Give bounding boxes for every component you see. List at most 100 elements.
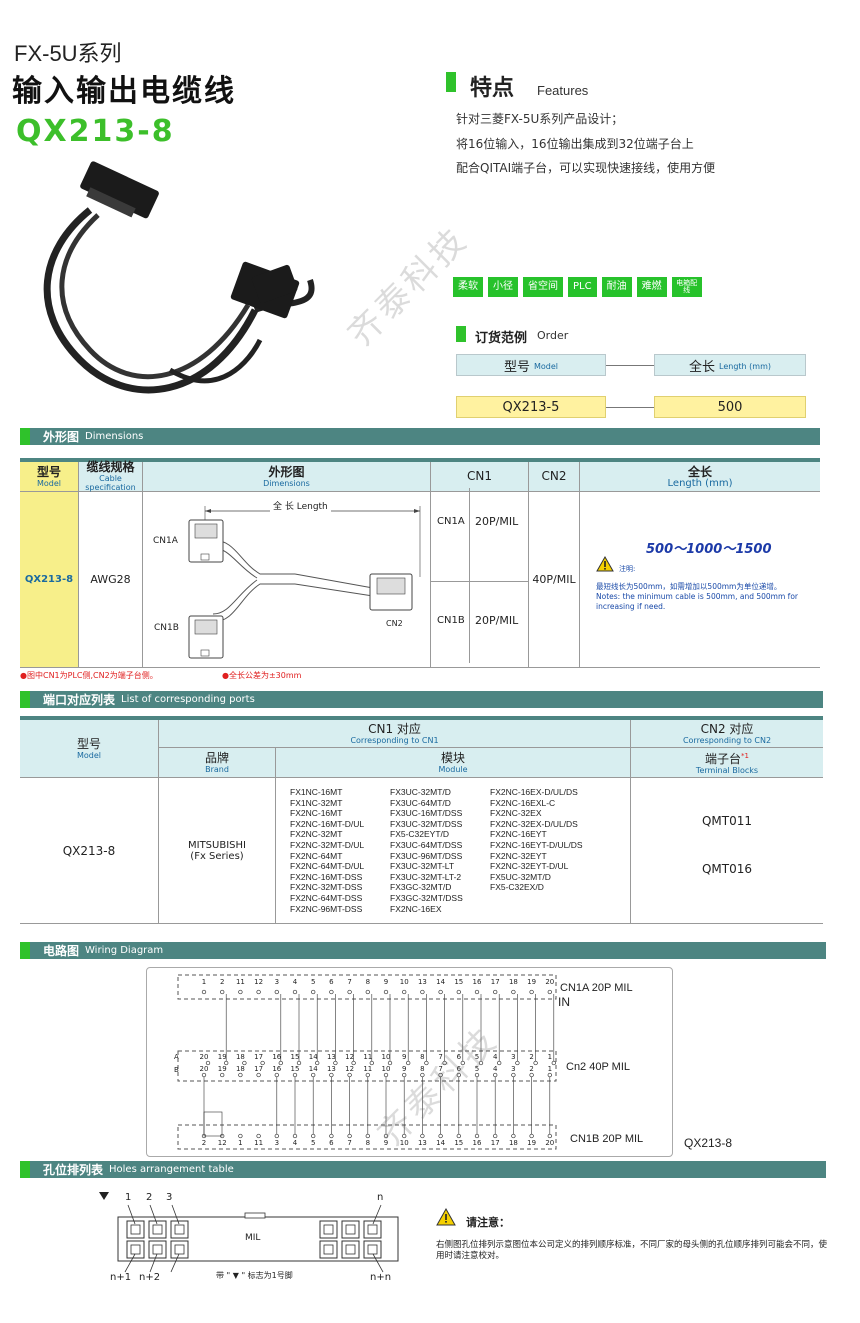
module-item: FX2NC-16EYT-D/UL/DS (490, 839, 583, 850)
cn1-divider (431, 581, 529, 582)
cn1a-pin (329, 989, 334, 995)
cn1a-pin (238, 989, 243, 995)
module-item: FX3UC-32MT/D (390, 787, 451, 797)
module-item: FX1NC-32MT (290, 797, 343, 808)
cn1b-pin (347, 1133, 352, 1139)
dim-cn1-cell (431, 492, 529, 667)
cn1b-pin (365, 1133, 370, 1139)
pin-label-3: 3 (166, 1192, 173, 1203)
bridge-wire (203, 1111, 223, 1137)
module-item: FX3UC-64MT/D (390, 797, 451, 808)
cn1b-pin-number: 11 (254, 1139, 263, 1147)
cn2-row-b-pin (365, 1072, 370, 1078)
dim-model-value: QX213-8 (20, 492, 79, 667)
port-terminal-cell: QMT011 QMT016 (631, 778, 823, 923)
cn2-row-b-pin (311, 1072, 316, 1078)
cn2-row-b-pin-number: 3 (511, 1065, 515, 1073)
cn2-row-a-pin (224, 1060, 229, 1066)
feature-line-2: 将16位输入，16位输出集成到32位端子台上 (456, 137, 694, 151)
cn2-row-b-pin (201, 1072, 207, 1078)
cn1a-pin (256, 989, 261, 995)
order-connector-bottom (606, 407, 654, 408)
terminal-qmt011: QMT011 (701, 814, 753, 828)
note-title: 注明: (619, 565, 636, 573)
cn1a-pin (383, 989, 389, 995)
cn1b-pin-number: 19 (527, 1139, 536, 1147)
cn1b-pin (493, 1133, 498, 1139)
pin-label-nn: n+n (370, 1272, 392, 1283)
cn2-row-a-label: A (174, 1053, 179, 1061)
cn1a-pin (438, 989, 443, 995)
attention-text: 右侧图孔位排列示意图位本公司定义的排列顺序标准，不同厂家的母头侧的孔位顺序排列可… (436, 1240, 828, 1261)
drawing-cn1b: CN1B (154, 623, 179, 633)
cn2-row-a-pin-number: 10 (382, 1053, 391, 1061)
order-model-value: QX213-5 (456, 396, 606, 418)
drawing-length-label: 全 长 Length (270, 499, 331, 512)
cn1b-pin (402, 1133, 407, 1139)
cn2-row-a-pin (478, 1060, 484, 1066)
tag-cabinet-wiring: 电箱配线 (671, 277, 702, 297)
cn2-row-b-pin-number: 8 (420, 1065, 424, 1073)
cn1a-pin-number: 15 (454, 978, 463, 986)
cn1a-pin-number: 5 (311, 978, 315, 986)
dim-cn2-value: 40P/MIL (529, 492, 580, 667)
cn2-row-b-label: B (174, 1066, 179, 1074)
cn2-row-a-pin-number: 13 (327, 1053, 336, 1061)
cn1a-pin (493, 989, 498, 995)
cn1b-pin-number: 4 (293, 1139, 298, 1147)
cn2-row-b-pin-number: 16 (272, 1065, 281, 1073)
tag-soft: 柔软 (453, 277, 483, 297)
cn2-row-a-pin (387, 1060, 393, 1066)
note-en: Notes: the minimum cable is 500mm, and 5… (596, 592, 798, 611)
cn1a-pin-number: 4 (293, 978, 298, 986)
cn1b-pin-number: 15 (454, 1139, 463, 1147)
cn1-column-divider (469, 488, 470, 663)
module-item: FX3UC-64MT/DSS (390, 839, 463, 850)
module-item: FX2NC-32EYT-D/UL (490, 861, 569, 872)
cn1b-pin (420, 1133, 425, 1139)
cn1b-pin (529, 1133, 534, 1139)
cn1a-pin (511, 989, 516, 995)
cn1a-pin-number: 17 (491, 978, 500, 986)
cn1b-pin-number: 10 (400, 1139, 409, 1147)
cn2-row-a-pin (442, 1060, 447, 1066)
drawing-cn1a: CN1A (153, 536, 178, 546)
cn2-row-a-pin (351, 1060, 356, 1066)
cn2-row-b-pin (511, 1072, 516, 1078)
cn2-row-a-pin-number: 6 (457, 1053, 462, 1061)
cn2-row-a-pin (369, 1060, 374, 1066)
cn1a-pin-number: 11 (236, 978, 245, 986)
module-item: FX2NC-32EX-D/UL/DS (490, 818, 578, 829)
module-item: FX1NC-16MT (290, 787, 343, 797)
cn2-row-a-pin-number: 4 (493, 1053, 498, 1061)
cn1a-pin-number: 8 (366, 978, 370, 986)
cn1a-value: 20P/MIL (475, 515, 519, 528)
cn1b-pin (311, 1133, 316, 1139)
cn2-row-b-pin (493, 1072, 498, 1078)
module-item: FX3UC-32MT/DSS (390, 818, 463, 829)
features-title: 特点 (470, 76, 515, 101)
drawing-cn2: CN2 (386, 619, 403, 628)
cn1a-pin (402, 989, 407, 995)
tag-plc: PLC (568, 277, 597, 297)
cn2-row-b-pin-number: 14 (309, 1065, 318, 1073)
cn1b-pin-number: 12 (218, 1139, 227, 1147)
model-number: QX213-8 (16, 114, 175, 149)
cn1a-pin (420, 989, 425, 995)
cn1b-pin (547, 1133, 552, 1139)
port-brand-cell: MITSUBISHI(Fx Series) (159, 778, 276, 923)
order-subtitle: Order (537, 329, 569, 342)
cn2-row-b-pin-number: 10 (382, 1065, 391, 1073)
note-cn: 最短线长为500mm，如需增加以500mm为单位递增。 (596, 582, 782, 591)
cn2-row-a-pin-number: 7 (438, 1053, 442, 1061)
cn2-row-b-pin (438, 1072, 443, 1078)
cn2-row-a-pin-number: 18 (236, 1053, 245, 1061)
